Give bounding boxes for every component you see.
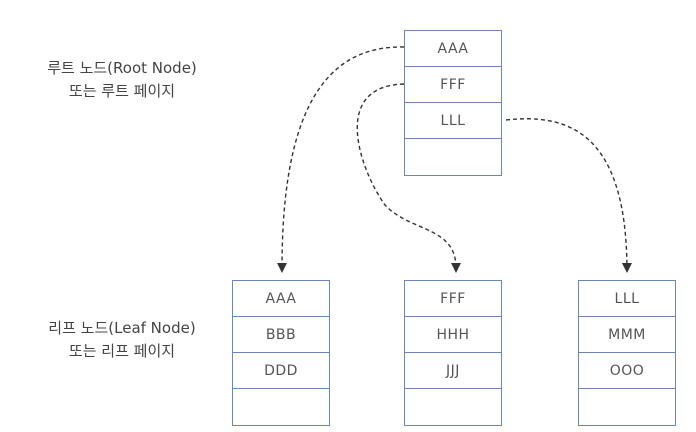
root-key-cell: LLL <box>405 103 501 139</box>
leaf-key-cell: AAA <box>233 281 329 317</box>
leaf-key-cell <box>579 389 675 425</box>
leaf-node-3: LLL MMM OOO <box>578 280 676 426</box>
root-node-label: 루트 노드(Root Node) 또는 루트 페이지 <box>22 57 222 103</box>
leaf-node-1: AAA BBB DDD <box>232 280 330 426</box>
root-key-cell: FFF <box>405 67 501 103</box>
arrow-lll-to-leaf3 <box>505 118 632 273</box>
root-key-cell: AAA <box>405 31 501 67</box>
root-label-line2: 또는 루트 페이지 <box>68 82 176 100</box>
root-key-cell <box>405 139 501 175</box>
root-node: AAA FFF LLL <box>404 30 502 176</box>
leaf-key-cell: DDD <box>233 353 329 389</box>
arrow-aaa-to-leaf1 <box>277 46 405 273</box>
leaf-key-cell: MMM <box>579 317 675 353</box>
leaf-label-line1: 리프 노드(Leaf Node) <box>48 319 196 337</box>
root-label-line1: 루트 노드(Root Node) <box>47 59 197 77</box>
leaf-key-cell <box>405 389 501 425</box>
leaf-key-cell: FFF <box>405 281 501 317</box>
leaf-key-cell <box>233 389 329 425</box>
arrow-fff-to-leaf2 <box>356 83 461 273</box>
leaf-key-cell: JJJ <box>405 353 501 389</box>
leaf-key-cell: LLL <box>579 281 675 317</box>
leaf-key-cell: BBB <box>233 317 329 353</box>
leaf-key-cell: HHH <box>405 317 501 353</box>
leaf-key-cell: OOO <box>579 353 675 389</box>
leaf-node-label: 리프 노드(Leaf Node) 또는 리프 페이지 <box>22 317 222 363</box>
leaf-label-line2: 또는 리프 페이지 <box>68 342 176 360</box>
leaf-node-2: FFF HHH JJJ <box>404 280 502 426</box>
